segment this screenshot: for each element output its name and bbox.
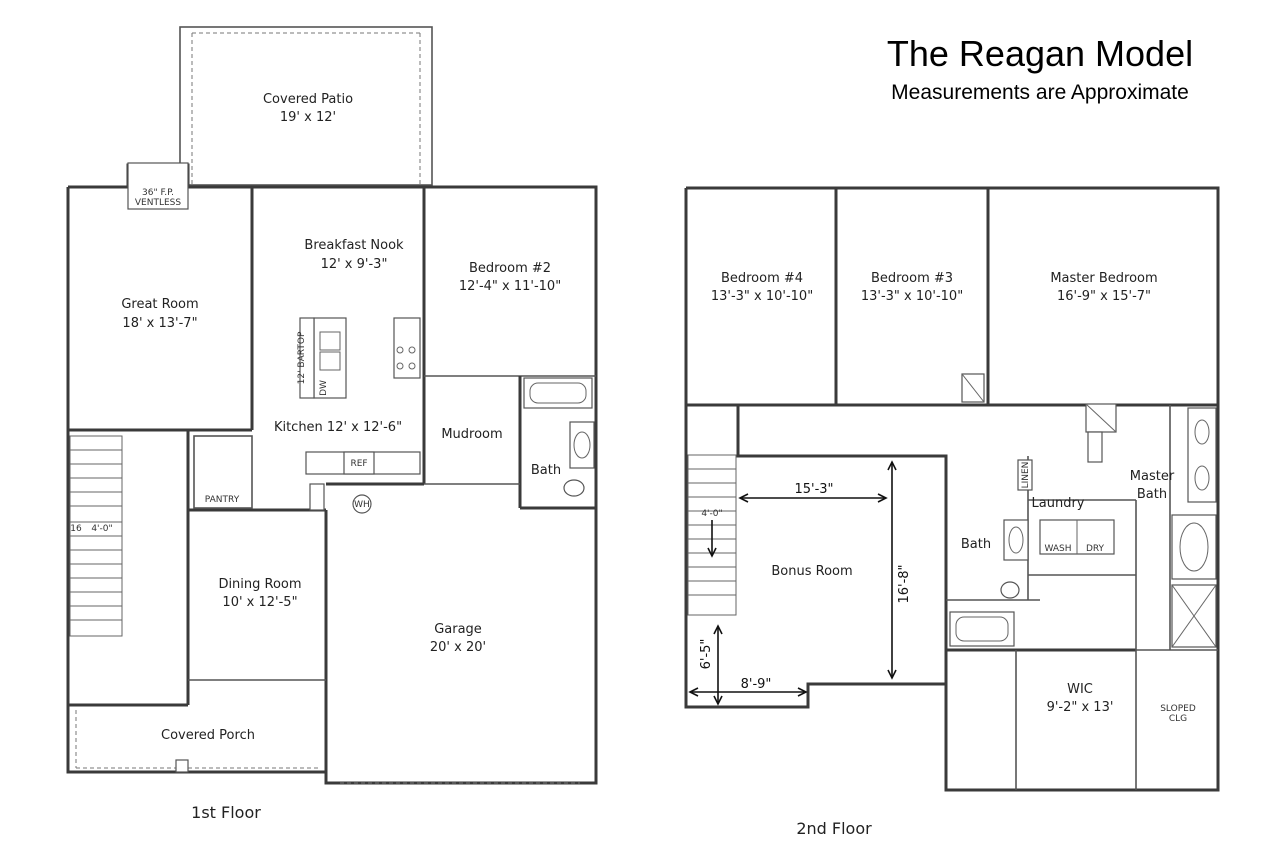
covered-patio-size: 19' x 12' [280,110,336,125]
pantry-label: PANTRY [205,495,240,505]
bedroom2-label: Bedroom #2 [469,261,551,276]
master-tub [1171,514,1217,580]
garage-size: 20' x 20' [430,640,486,655]
second-floor-label: 2nd Floor [796,819,872,838]
nook-depth-dimension: 6'-5" [699,639,714,670]
page-subtitle: Measurements are Approximate [891,81,1189,104]
dining-room-label: Dining Room [218,577,301,592]
master-bath-label: Master [1130,469,1175,484]
fireplace-label: 36" F.P. [142,188,174,198]
dining-room-size: 10' x 12'-5" [222,595,297,610]
breakfast-nook-size: 12' x 9'-3" [321,257,388,272]
second-floor-bath-label: Bath [961,537,991,552]
kitchen-island [313,317,347,399]
laundry-label: Laundry [1032,496,1085,511]
sloped-ceiling-label: SLOPED [1160,704,1196,714]
fireplace-type: VENTLESS [135,198,181,208]
wic-size: 9'-2" x 13' [1047,700,1114,715]
stair-step-label: 16 [70,524,82,534]
great-room-size: 18' x 13'-7" [122,316,197,331]
bonus-room-label: Bonus Room [771,564,852,579]
bar-top [299,317,315,399]
water-heater-label: WH [354,500,370,510]
bedroom4-size: 13'-3" x 10'-10" [711,289,813,304]
washer-label: WASH [1044,544,1071,554]
pantry-outline [193,435,253,509]
bonus-depth-dimension: 16'-8" [897,564,912,603]
master-bedroom-label: Master Bedroom [1050,271,1157,286]
second-floor-stairs [687,454,737,616]
stair-width-label: 4'-0" [91,524,112,534]
bar-top-label: 12' BARTOP [297,331,307,384]
dishwasher-label: DW [319,380,329,396]
refrigerator [343,451,375,475]
covered-porch-label: Covered Porch [161,728,255,743]
bedroom3-size: 13'-3" x 10'-10" [861,289,963,304]
fireplace [127,162,189,210]
bonus-room-dimensions [688,460,897,706]
covered-patio-label: Covered Patio [263,92,353,107]
range [393,317,421,379]
water-heater [352,494,372,514]
toilet [563,479,585,497]
master-bath-label-2: Bath [1137,487,1167,502]
sloped-ceiling-label-2: CLG [1169,714,1187,724]
second-floor-plan: Bedroom #4 13'-3" x 10'-10" Bedroom #3 1… [684,186,1220,838]
page-title: The Reagan Model [887,33,1193,74]
linen-closet-label: LINEN [1021,462,1031,489]
wic-label: WIC [1067,682,1093,697]
first-floor-stairs [69,435,123,637]
master-bedroom-size: 16'-9" x 15'-7" [1057,289,1151,304]
breakfast-nook-label: Breakfast Nook [304,238,404,253]
kitchen-label: Kitchen 12' x 12'-6" [274,420,402,435]
nook-width-dimension: 8'-9" [741,677,772,692]
refrigerator-label: REF [350,459,367,469]
bonus-width-dimension: 15'-3" [794,482,833,497]
first-floor-bath-label: Bath [531,463,561,478]
garage-label: Garage [434,622,482,637]
mudroom-label: Mudroom [441,427,502,442]
dryer-label: DRY [1086,544,1105,554]
bedroom2-size: 12'-4" x 11'-10" [459,279,561,294]
first-floor-label: 1st Floor [191,803,261,822]
great-room-label: Great Room [121,297,198,312]
covered-patio-outline [179,26,433,186]
bedroom3-label: Bedroom #3 [871,271,953,286]
second-stair-width: 4'-0" [701,509,722,519]
first-floor-plan: Covered Patio 19' x 12' 36" F.P. VENTLES… [66,26,598,822]
bedroom4-label: Bedroom #4 [721,271,803,286]
